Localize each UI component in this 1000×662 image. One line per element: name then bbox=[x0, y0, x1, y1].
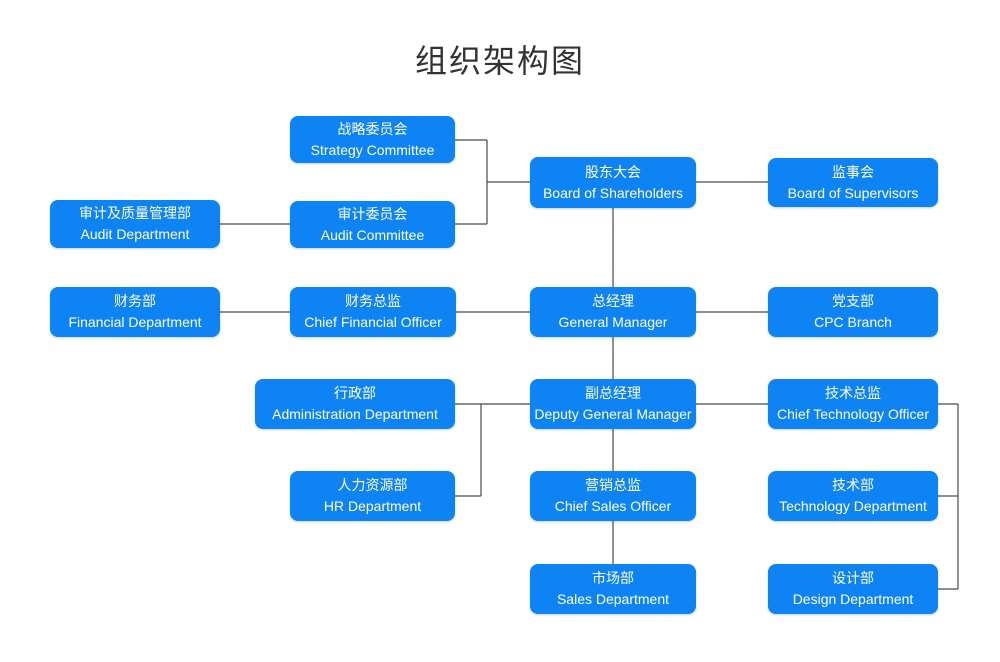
node-label-en: HR Department bbox=[323, 498, 422, 514]
node-label-en: Audit Department bbox=[80, 226, 190, 242]
node-label-en: Board of Supervisors bbox=[787, 184, 919, 201]
node-label-en: Strategy Committee bbox=[310, 141, 435, 158]
node-label-en: Technology Department bbox=[779, 498, 927, 514]
node-label-en: Deputy General Manager bbox=[534, 406, 692, 422]
node-label-zh: 技术总监 bbox=[825, 385, 881, 401]
org-node-technology-department: 技术部 Technology Department bbox=[768, 471, 938, 521]
org-node-board-of-supervisors: 监事会 Board of Supervisors bbox=[768, 158, 938, 207]
org-node-administration-department: 行政部 Administration Department bbox=[255, 379, 455, 429]
org-node-chief-sales-officer: 营销总监 Chief Sales Officer bbox=[530, 471, 696, 521]
node-label-zh: 技术部 bbox=[832, 477, 874, 493]
node-label-zh: 人力资源部 bbox=[337, 477, 408, 493]
node-label-zh: 财务部 bbox=[114, 293, 156, 309]
node-label-en: Chief Technology Officer bbox=[776, 406, 929, 422]
node-label-zh: 设计部 bbox=[832, 570, 874, 586]
org-node-general-manager: 总经理 General Manager bbox=[530, 287, 696, 337]
org-node-board-of-shareholders: 股东大会 Board of Shareholders bbox=[530, 157, 696, 208]
node-label-zh: 行政部 bbox=[334, 385, 376, 401]
node-label-en: Chief Financial Officer bbox=[304, 314, 442, 330]
node-label-zh: 战略委员会 bbox=[337, 120, 408, 137]
org-node-audit-department: 审计及质量管理部 Audit Department bbox=[50, 200, 220, 248]
node-label-en: Audit Committee bbox=[320, 226, 425, 243]
node-label-en: General Manager bbox=[558, 314, 668, 330]
org-node-audit-committee: 审计委员会 Audit Committee bbox=[290, 201, 455, 248]
node-label-en: CPC Branch bbox=[814, 314, 892, 330]
node-label-zh: 党支部 bbox=[832, 293, 874, 309]
node-label-en: Sales Department bbox=[556, 591, 670, 607]
page-title: 组织架构图 bbox=[414, 43, 585, 79]
org-node-chief-financial-officer: 财务总监 Chief Financial Officer bbox=[290, 287, 456, 337]
node-label-zh: 股东大会 bbox=[585, 163, 641, 180]
node-label-en: Administration Department bbox=[272, 406, 438, 422]
org-node-hr-department: 人力资源部 HR Department bbox=[290, 471, 455, 521]
org-node-strategy-committee: 战略委员会 Strategy Committee bbox=[290, 116, 455, 163]
node-label-en: Design Department bbox=[792, 591, 914, 607]
node-label-zh: 审计及质量管理部 bbox=[79, 205, 191, 221]
node-label-zh: 审计委员会 bbox=[337, 205, 408, 222]
org-node-financial-department: 财务部 Financial Department bbox=[50, 287, 220, 337]
node-label-zh: 总经理 bbox=[592, 293, 634, 309]
node-label-en: Board of Shareholders bbox=[542, 184, 684, 201]
org-node-design-department: 设计部 Design Department bbox=[768, 564, 938, 614]
node-label-en: Chief Sales Officer bbox=[554, 498, 672, 514]
node-label-zh: 财务总监 bbox=[345, 293, 401, 309]
org-node-sales-department: 市场部 Sales Department bbox=[530, 564, 696, 614]
node-label-zh: 市场部 bbox=[592, 570, 634, 586]
node-label-zh: 监事会 bbox=[832, 163, 874, 180]
node-label-zh: 副总经理 bbox=[585, 385, 641, 401]
node-label-en: Financial Department bbox=[68, 314, 202, 330]
org-node-deputy-general-manager: 副总经理 Deputy General Manager bbox=[530, 379, 696, 429]
org-node-cpc-branch: 党支部 CPC Branch bbox=[768, 287, 938, 337]
org-node-chief-technology-officer: 技术总监 Chief Technology Officer bbox=[768, 379, 938, 429]
node-label-zh: 营销总监 bbox=[585, 477, 641, 493]
